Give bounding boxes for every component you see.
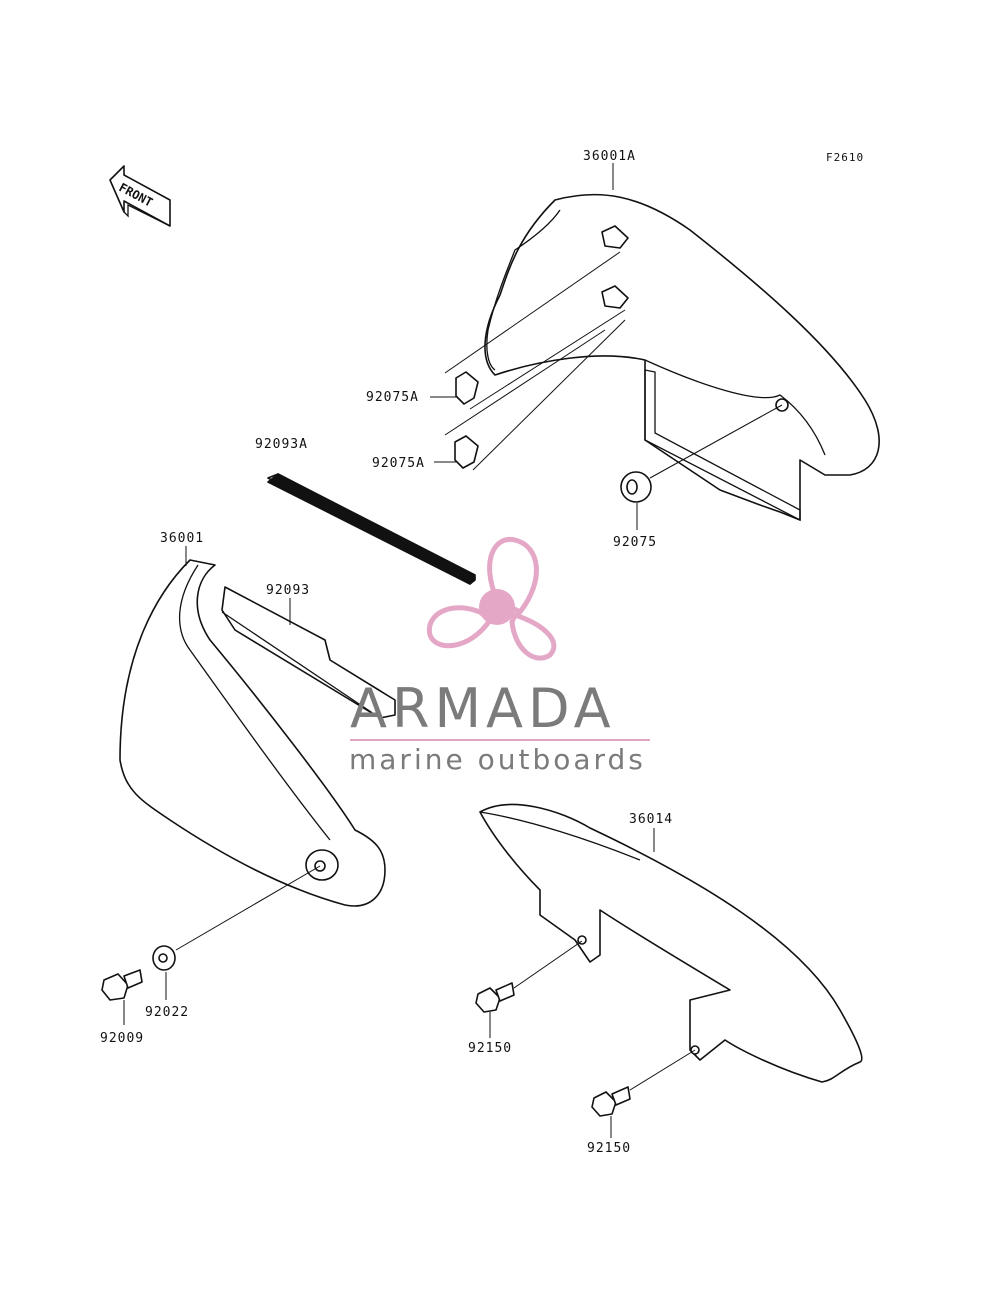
label-92093a: 92093A	[255, 437, 308, 452]
propeller-logo-icon	[426, 536, 557, 661]
clip-lower	[454, 435, 479, 469]
strip-top	[267, 473, 476, 585]
side-cover-left	[119, 559, 386, 907]
grommet	[620, 471, 652, 503]
label-36001a: 36001A	[583, 149, 636, 164]
front-arrow-icon: FRONT	[109, 165, 171, 227]
label-92009: 92009	[100, 1031, 144, 1046]
clip-upper	[455, 371, 479, 405]
diagram-code: F2610	[826, 151, 864, 164]
strip-left	[221, 586, 396, 719]
label-92075: 92075	[613, 535, 657, 550]
bolt-bottom	[591, 1086, 631, 1117]
washer	[152, 945, 176, 971]
label-36014: 36014	[629, 812, 673, 827]
bolt-mid	[475, 982, 515, 1013]
label-92075a-lower: 92075A	[372, 456, 425, 471]
label-92150-bottom: 92150	[587, 1141, 631, 1156]
bolt-left	[101, 969, 143, 1001]
label-92075a-upper: 92075A	[366, 390, 419, 405]
watermark-title: ARMADA	[350, 677, 616, 740]
watermark-subtitle: marine outboards	[349, 743, 646, 776]
label-92150-mid: 92150	[468, 1041, 512, 1056]
label-92022: 92022	[145, 1005, 189, 1020]
label-36001: 36001	[160, 531, 204, 546]
side-cover-top	[484, 193, 880, 522]
label-92093: 92093	[266, 583, 310, 598]
chain-guard-right	[479, 803, 863, 1083]
